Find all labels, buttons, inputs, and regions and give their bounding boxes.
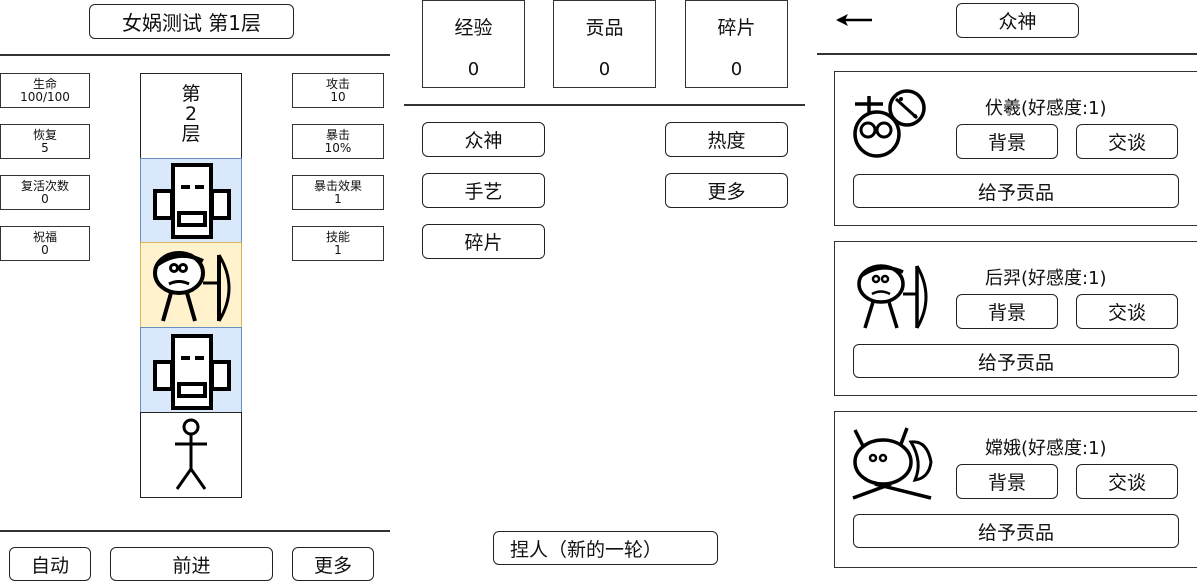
fuxi-icon	[853, 89, 926, 158]
stat-hp: 生命 100/100	[0, 73, 90, 108]
stat-regen: 恢复 5	[0, 124, 90, 159]
god-background-button[interactable]: 背景	[956, 464, 1058, 499]
menu-heat-button[interactable]: 热度	[665, 122, 788, 157]
floor-cell-player[interactable]	[140, 412, 242, 498]
menu-craft-button[interactable]: 手艺	[422, 173, 545, 208]
advance-button[interactable]: 前进	[110, 547, 273, 581]
stat-value: 100/100	[20, 89, 70, 104]
god-talk-button[interactable]: 交谈	[1076, 294, 1178, 329]
menu-gods-button[interactable]: 众神	[422, 122, 545, 157]
left-more-button[interactable]: 更多	[292, 547, 374, 581]
stat-label: 祝福	[32, 229, 57, 244]
stat-label: 生命	[32, 76, 57, 91]
god-card-change: 嫦娥(好感度:1) 背景 交谈 给予贡品	[834, 411, 1197, 568]
stat-crit: 暴击 10%	[292, 124, 384, 159]
stat-value: 0	[41, 191, 49, 206]
resource-exp: 经验 0	[422, 0, 525, 88]
stat-label: 攻击	[325, 76, 350, 91]
stat-label: 暴击效果	[313, 178, 362, 193]
menu-fragments-button[interactable]: 碎片	[422, 224, 545, 259]
god-give-tribute-button[interactable]: 给予贡品	[853, 344, 1179, 378]
resource-label: 碎片	[717, 17, 756, 39]
robot-enemy-icon	[153, 163, 231, 239]
archer-enemy-icon	[153, 251, 231, 322]
new-round-button[interactable]: 捏人（新的一轮）	[493, 531, 718, 565]
stat-value: 1	[334, 242, 342, 257]
stat-value: 10	[330, 89, 346, 104]
stat-value: 10%	[324, 140, 352, 155]
floor-header-line: 层	[181, 123, 201, 145]
change-icon	[852, 427, 933, 500]
god-card-houyi: 后羿(好感度:1) 背景 交谈 给予贡品	[834, 241, 1197, 396]
robot-enemy-icon	[153, 334, 231, 410]
stat-value: 1	[334, 191, 342, 206]
left-divider-bottom	[0, 530, 390, 532]
floor-header: 第 2 层	[140, 73, 242, 159]
stat-attack: 攻击 10	[292, 73, 384, 108]
left-divider-top	[0, 54, 390, 56]
god-name: 嫦娥(好感度:1)	[985, 438, 1107, 459]
stat-label: 暴击	[325, 127, 350, 142]
floor-header-number: 2	[184, 103, 198, 125]
resource-value: 0	[598, 59, 611, 80]
floor-cell-robot[interactable]	[140, 158, 242, 243]
resource-label: 贡品	[585, 17, 624, 39]
stick-figure-player-icon	[175, 418, 207, 490]
resource-value: 0	[467, 59, 480, 80]
god-background-button[interactable]: 背景	[956, 124, 1058, 159]
arrow-left-icon[interactable]	[834, 12, 874, 28]
god-talk-button[interactable]: 交谈	[1076, 124, 1178, 159]
stat-label: 技能	[325, 229, 350, 244]
stat-crit-effect: 暴击效果 1	[292, 175, 384, 210]
stat-skill: 技能 1	[292, 226, 384, 261]
god-card-fuxi: 伏羲(好感度:1) 背景 交谈 给予贡品	[834, 71, 1197, 226]
stat-revives: 复活次数 0	[0, 175, 90, 210]
resource-label: 经验	[454, 17, 493, 39]
god-background-button[interactable]: 背景	[956, 294, 1058, 329]
stat-label: 复活次数	[20, 178, 69, 193]
god-give-tribute-button[interactable]: 给予贡品	[853, 174, 1179, 208]
right-divider	[817, 53, 1197, 55]
stat-blessing: 祝福 0	[0, 226, 90, 261]
stat-value: 5	[41, 140, 49, 155]
god-name: 伏羲(好感度:1)	[985, 98, 1107, 119]
resource-tribute: 贡品 0	[553, 0, 656, 88]
resource-value: 0	[730, 59, 743, 80]
middle-divider	[404, 104, 805, 106]
houyi-icon	[857, 264, 928, 329]
level-title-button[interactable]: 女娲测试 第1层	[89, 4, 294, 39]
floor-cell-archer[interactable]	[140, 242, 242, 328]
menu-more-button[interactable]: 更多	[665, 173, 788, 208]
floor-header-line: 第	[181, 83, 201, 105]
stat-value: 0	[41, 242, 49, 257]
floor-cell-robot[interactable]	[140, 327, 242, 413]
auto-button[interactable]: 自动	[9, 547, 91, 581]
resource-fragments: 碎片 0	[685, 0, 788, 88]
stat-label: 恢复	[32, 127, 57, 142]
god-talk-button[interactable]: 交谈	[1076, 464, 1178, 499]
god-name: 后羿(好感度:1)	[985, 268, 1107, 289]
god-give-tribute-button[interactable]: 给予贡品	[853, 514, 1179, 548]
gods-title-button[interactable]: 众神	[956, 3, 1079, 38]
